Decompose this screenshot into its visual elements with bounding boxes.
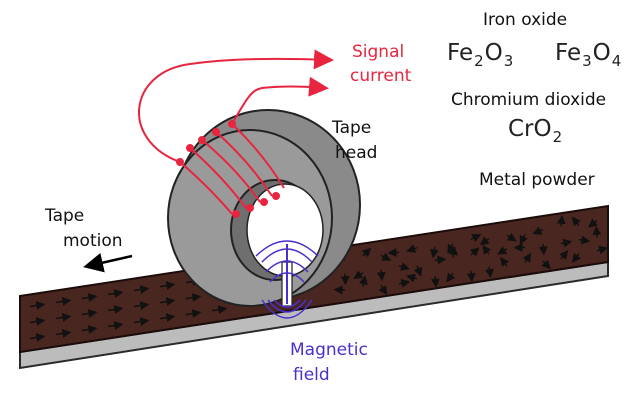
field-label: field <box>293 365 330 385</box>
iron-oxide-label: Iron oxide <box>483 10 568 30</box>
random-domain-arrow <box>353 270 364 279</box>
random-domain-arrow <box>470 234 482 243</box>
random-domain-arrow <box>522 252 532 263</box>
aligned-domain-arrow <box>133 285 150 295</box>
fe3o4-formula: Fe3O4 <box>555 40 622 70</box>
random-domain-arrow <box>519 234 528 245</box>
random-domain-arrow <box>559 250 569 260</box>
tape-motion-arrow-icon <box>83 252 133 273</box>
aligned-domain-arrow <box>133 301 150 311</box>
random-domain-arrow <box>469 247 480 257</box>
metal-powder-label: Metal powder <box>479 170 595 190</box>
random-domain-arrow <box>506 232 517 242</box>
magnetic-label: Magnetic <box>290 340 368 360</box>
random-domain-arrow <box>359 275 368 287</box>
aligned-domain-arrow <box>159 281 176 291</box>
random-domain-arrow <box>406 244 418 253</box>
aligned-domain-arrow <box>133 317 150 327</box>
random-domain-arrow <box>571 252 581 263</box>
aligned-domain-arrow <box>29 317 46 326</box>
chromium-dioxide-label: Chromium dioxide <box>451 90 607 110</box>
aligned-domain-arrow <box>185 309 202 319</box>
random-domain-arrow <box>361 247 372 258</box>
aligned-domain-arrow <box>159 313 176 323</box>
tape-motion-label-line1: Tape <box>45 206 85 226</box>
aligned-domain-arrow <box>55 297 72 306</box>
fe2o3-formula: Fe2O3 <box>447 40 514 70</box>
random-domain-arrow <box>430 276 440 288</box>
aligned-domain-arrow <box>211 305 228 315</box>
random-domain-arrow <box>482 244 492 255</box>
random-domain-arrow <box>398 262 410 271</box>
aligned-domain-arrow <box>81 309 98 318</box>
random-domain-arrow <box>596 245 609 255</box>
tape-motion-label-line2: motion <box>63 231 123 251</box>
aligned-domain-arrow <box>107 305 124 314</box>
random-domain-arrow <box>434 255 447 265</box>
random-domain-arrow <box>587 218 598 228</box>
random-domain-arrow <box>497 246 508 255</box>
random-domain-arrow <box>538 243 548 256</box>
random-domain-arrow <box>430 247 439 259</box>
aligned-domain-arrow <box>107 321 124 330</box>
random-domain-arrow <box>446 272 456 283</box>
random-domain-arrow <box>532 226 544 235</box>
signal-label: Signal <box>352 42 405 62</box>
random-domain-arrow <box>479 236 490 246</box>
tape-head-label-line2: head <box>335 143 378 163</box>
random-domain-arrow <box>406 273 418 283</box>
random-domain-arrow <box>413 265 423 277</box>
aligned-domain-arrow <box>55 329 72 338</box>
random-domain-arrow <box>378 285 388 296</box>
random-domain-arrow <box>466 270 476 283</box>
cro2-formula: CrO2 <box>508 116 563 146</box>
random-domain-arrow <box>592 225 602 238</box>
aligned-domain-arrow <box>29 333 46 342</box>
random-domain-arrow <box>387 247 400 257</box>
random-domain-arrow <box>380 252 392 261</box>
random-domain-arrow <box>376 269 386 282</box>
random-domain-arrow <box>541 259 551 270</box>
random-domain-arrow <box>571 216 581 227</box>
aligned-domain-arrow <box>159 297 176 307</box>
aligned-domain-arrow <box>29 301 46 310</box>
random-domain-arrow <box>556 214 566 227</box>
aligned-domain-arrow <box>185 293 202 303</box>
aligned-domain-arrow <box>55 313 72 322</box>
aligned-domain-arrow <box>81 325 98 334</box>
tape-head-label-line1: Tape <box>332 118 372 138</box>
random-domain-arrow <box>448 245 458 258</box>
random-domain-arrow <box>560 238 573 248</box>
random-domain-arrow <box>500 257 510 267</box>
signal-arrow-icon <box>138 49 334 163</box>
aligned-domain-arrow <box>81 293 98 302</box>
aligned-domain-arrow <box>107 289 124 298</box>
magnetic-field-lines-icon <box>255 240 319 319</box>
random-domain-arrow <box>484 266 494 279</box>
random-domain-arrow <box>578 235 591 245</box>
current-label: current <box>350 66 412 86</box>
signal-coil <box>138 49 334 218</box>
